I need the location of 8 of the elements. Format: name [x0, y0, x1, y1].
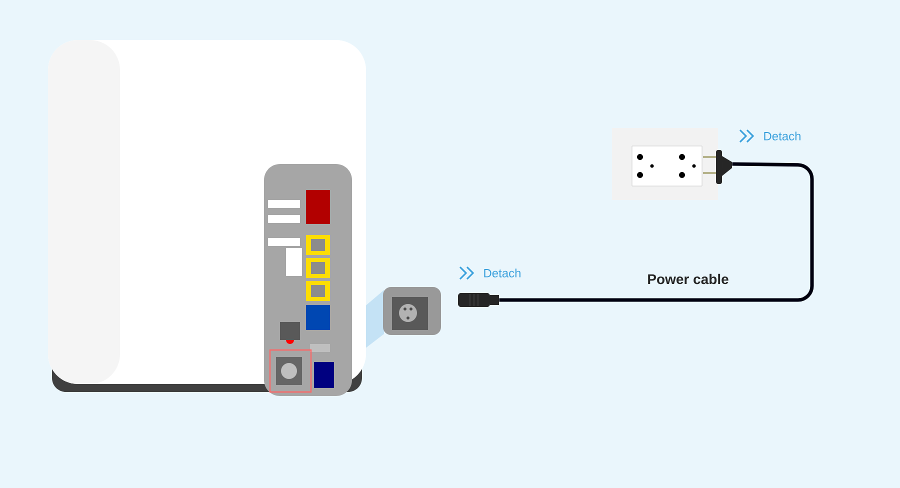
router-drawing	[48, 40, 366, 396]
wall-outlet-drawing	[612, 128, 732, 200]
power-cable	[499, 162, 814, 302]
action-label: Detach	[484, 268, 520, 278]
power-port-inset-drawing	[383, 287, 441, 335]
edge-label: Power cable	[645, 272, 731, 286]
action-label: Detach	[764, 132, 800, 140]
cable-connector-drawing	[458, 293, 499, 307]
